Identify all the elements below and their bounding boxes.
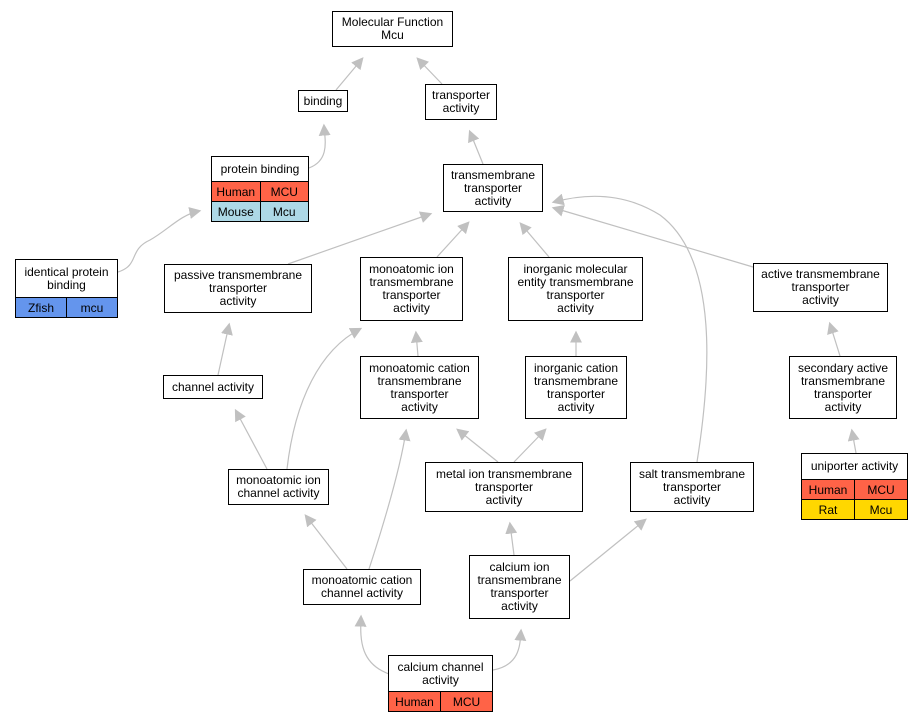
edge-uniporter-to-secondary-active xyxy=(847,428,860,454)
edge-calcium-channel-to-monoatomic-cation-channel xyxy=(354,614,393,676)
go-term-channel[interactable]: channel activity xyxy=(163,375,263,399)
go-term-label: monoatomic ion transmembrane transporter… xyxy=(369,262,454,315)
go-term-tm-transporter[interactable]: transmembrane transporter activity xyxy=(443,164,543,212)
edge-monoatomic-cation-channel-to-monoatomic-cation-tm xyxy=(368,428,411,570)
edge-calcium-ion-tm-to-salt xyxy=(569,518,647,582)
edge-active-to-tm-transporter xyxy=(551,204,754,268)
go-term-label: protein binding xyxy=(220,161,300,176)
go-term-monoatomic-cation-channel[interactable]: monoatomic cation channel activity xyxy=(303,569,421,605)
gene-cell: Mcu xyxy=(854,500,907,519)
go-term-label: binding xyxy=(303,93,343,108)
go-term-label: uniporter activity xyxy=(810,459,899,473)
go-term-label: inorganic molecular entity transmembrane… xyxy=(517,262,634,315)
go-term-calcium-ion-tm[interactable]: calcium ion transmembrane transporter ac… xyxy=(469,555,570,619)
edge-channel-to-passive xyxy=(217,322,233,376)
edge-calcium-channel-to-calcium-ion-tm xyxy=(492,628,527,671)
species-cell: Human xyxy=(212,182,260,201)
edge-secondary-active-to-active xyxy=(827,321,841,357)
edge-salt-to-tm-transporter xyxy=(551,193,708,463)
edge-monoatomic-ion-channel-to-monoatomic-ion-tm xyxy=(286,327,363,470)
go-term-label: monoatomic ion channel activity xyxy=(236,473,321,500)
edge-monoatomic-ion-channel-to-channel xyxy=(234,408,268,470)
gene-cell: MCU xyxy=(854,480,907,499)
go-term-monoatomic-ion-tm[interactable]: monoatomic ion transmembrane transporter… xyxy=(360,257,463,321)
edge-calcium-ion-tm-to-metal-ion xyxy=(505,521,518,556)
go-term-label: identical protein binding xyxy=(24,264,109,292)
go-term-passive[interactable]: passive transmembrane transporter activi… xyxy=(164,264,312,313)
species-cell: Zfish xyxy=(16,298,66,317)
species-cell: Human xyxy=(389,692,440,711)
edge-monoatomic-cation-tm-to-monoatomic-ion-tm xyxy=(410,330,423,357)
go-term-label: inorganic cation transmembrane transport… xyxy=(533,360,619,414)
gene-cell: Mcu xyxy=(259,202,308,221)
go-term-label: monoatomic cation channel activity xyxy=(311,573,413,600)
go-term-inorganic-mol[interactable]: inorganic molecular entity transmembrane… xyxy=(508,257,643,321)
edge-identical-binding-to-protein-binding xyxy=(117,207,202,273)
go-term-inorganic-cation[interactable]: inorganic cation transmembrane transport… xyxy=(525,356,627,419)
gene-cell: mcu xyxy=(66,298,117,317)
species-cell: Mouse xyxy=(212,202,260,221)
go-term-label: metal ion transmembrane transporter acti… xyxy=(435,466,573,507)
go-term-monoatomic-ion-channel[interactable]: monoatomic ion channel activity xyxy=(228,469,329,505)
go-term-label: calcium ion transmembrane transporter ac… xyxy=(477,560,562,613)
go-term-label: passive transmembrane transporter activi… xyxy=(173,268,303,308)
go-term-label: secondary active transmembrane transport… xyxy=(797,360,889,414)
go-term-label: calcium channel activity xyxy=(397,659,484,687)
gene-cell: MCU xyxy=(440,692,492,711)
go-term-monoatomic-cation-tm[interactable]: monoatomic cation transmembrane transpor… xyxy=(360,356,479,419)
go-term-metal-ion[interactable]: metal ion transmembrane transporter acti… xyxy=(425,462,583,512)
go-term-active[interactable]: active transmembrane transporter activit… xyxy=(753,263,888,312)
edge-tm-transporter-to-transporter xyxy=(468,129,484,165)
edge-transporter-to-mf xyxy=(416,57,443,85)
go-term-label: monoatomic cation transmembrane transpor… xyxy=(369,360,470,414)
go-term-binding[interactable]: binding xyxy=(298,90,348,112)
go-term-transporter[interactable]: transporter activity xyxy=(425,84,497,120)
edge-passive-to-tm-transporter xyxy=(287,211,433,265)
go-term-label: Molecular Function Mcu xyxy=(341,15,444,42)
gene-cell: MCU xyxy=(259,182,308,201)
go-term-label: transmembrane transporter activity xyxy=(450,167,536,208)
go-term-mf[interactable]: Molecular Function Mcu xyxy=(332,11,453,47)
edge-metal-ion-to-monoatomic-cation-tm xyxy=(456,428,499,463)
edge-metal-ion-to-inorganic-cation xyxy=(513,428,547,463)
species-cell: Rat xyxy=(802,500,854,519)
edge-protein-binding-to-binding xyxy=(308,123,331,169)
go-term-secondary-active[interactable]: secondary active transmembrane transport… xyxy=(789,356,897,419)
edge-binding-to-mf xyxy=(335,57,364,91)
go-term-label: transporter activity xyxy=(431,88,491,115)
edge-monoatomic-ion-tm-to-tm-transporter xyxy=(436,221,470,258)
species-cell: Human xyxy=(802,480,854,499)
go-term-label: active transmembrane transporter activit… xyxy=(761,267,880,307)
go-term-salt[interactable]: salt transmembrane transporter activity xyxy=(630,462,754,512)
edge-inorganic-mol-to-tm-transporter xyxy=(519,222,550,258)
go-term-label: channel activity xyxy=(171,379,255,394)
edge-monoatomic-cation-channel-to-monoatomic-ion-channel xyxy=(304,514,348,570)
go-term-label: salt transmembrane transporter activity xyxy=(638,466,746,507)
